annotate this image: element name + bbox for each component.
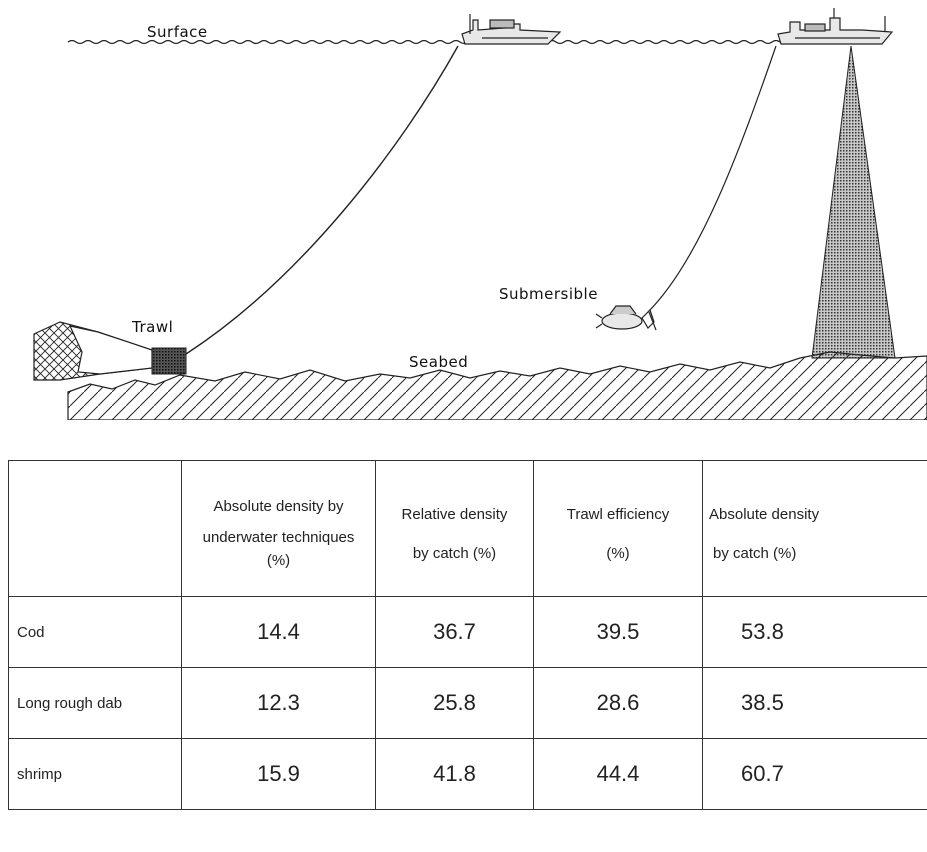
cell-value: 53.8 — [702, 596, 927, 668]
cell-value: 15.9 — [181, 738, 376, 810]
results-table-container: Absolute density by underwater technique… — [8, 460, 927, 852]
cell-value: 36.7 — [375, 596, 534, 668]
results-table: Absolute density by underwater technique… — [8, 460, 927, 810]
cell-value: 44.4 — [533, 738, 703, 810]
row-label: Long rough dab — [8, 667, 182, 739]
header-absolute-density-underwater: Absolute density by underwater technique… — [181, 460, 376, 597]
header-cell-empty — [8, 460, 182, 597]
trawl-warp — [185, 45, 459, 355]
trawl-label: Trawl — [131, 318, 173, 336]
table-header-row: Absolute density by underwater technique… — [8, 460, 927, 597]
table-row: Long rough dab 12.3 25.8 28.6 38.5 — [8, 667, 927, 739]
table-row: Cod 14.4 36.7 39.5 53.8 — [8, 596, 927, 668]
header-trawl-efficiency: Trawl efficiency (%) — [533, 460, 703, 597]
cell-value: 14.4 — [181, 596, 376, 668]
cell-value: 39.5 — [533, 596, 703, 668]
submersible-tether — [647, 45, 777, 313]
cell-value: 12.3 — [181, 667, 376, 739]
trawl-vessel-icon — [461, 14, 562, 45]
table-row: shrimp 15.9 41.8 44.4 60.7 — [8, 738, 927, 810]
seabed — [67, 351, 927, 420]
acoustic-beam — [811, 45, 896, 359]
cell-value: 41.8 — [375, 738, 534, 810]
survey-vessel-icon — [777, 8, 894, 45]
surface-label: Surface — [147, 23, 208, 41]
cell-value: 38.5 — [702, 667, 927, 739]
row-label: Cod — [8, 596, 182, 668]
seabed-label: Seabed — [409, 353, 468, 371]
submersible-icon — [595, 305, 657, 331]
cell-value: 28.6 — [533, 667, 703, 739]
survey-diagram: Surface Submersible Trawl Seabed — [33, 8, 927, 420]
header-relative-density-catch: Relative density by catch (%) — [375, 460, 534, 597]
submersible-label: Submersible — [499, 285, 598, 303]
trawl-net — [33, 321, 187, 381]
sea-surface-line — [67, 39, 821, 45]
header-absolute-density-catch: Absolute density by catch (%) — [702, 460, 927, 597]
row-label: shrimp — [8, 738, 182, 810]
cell-value: 25.8 — [375, 667, 534, 739]
cell-value: 60.7 — [702, 738, 927, 810]
